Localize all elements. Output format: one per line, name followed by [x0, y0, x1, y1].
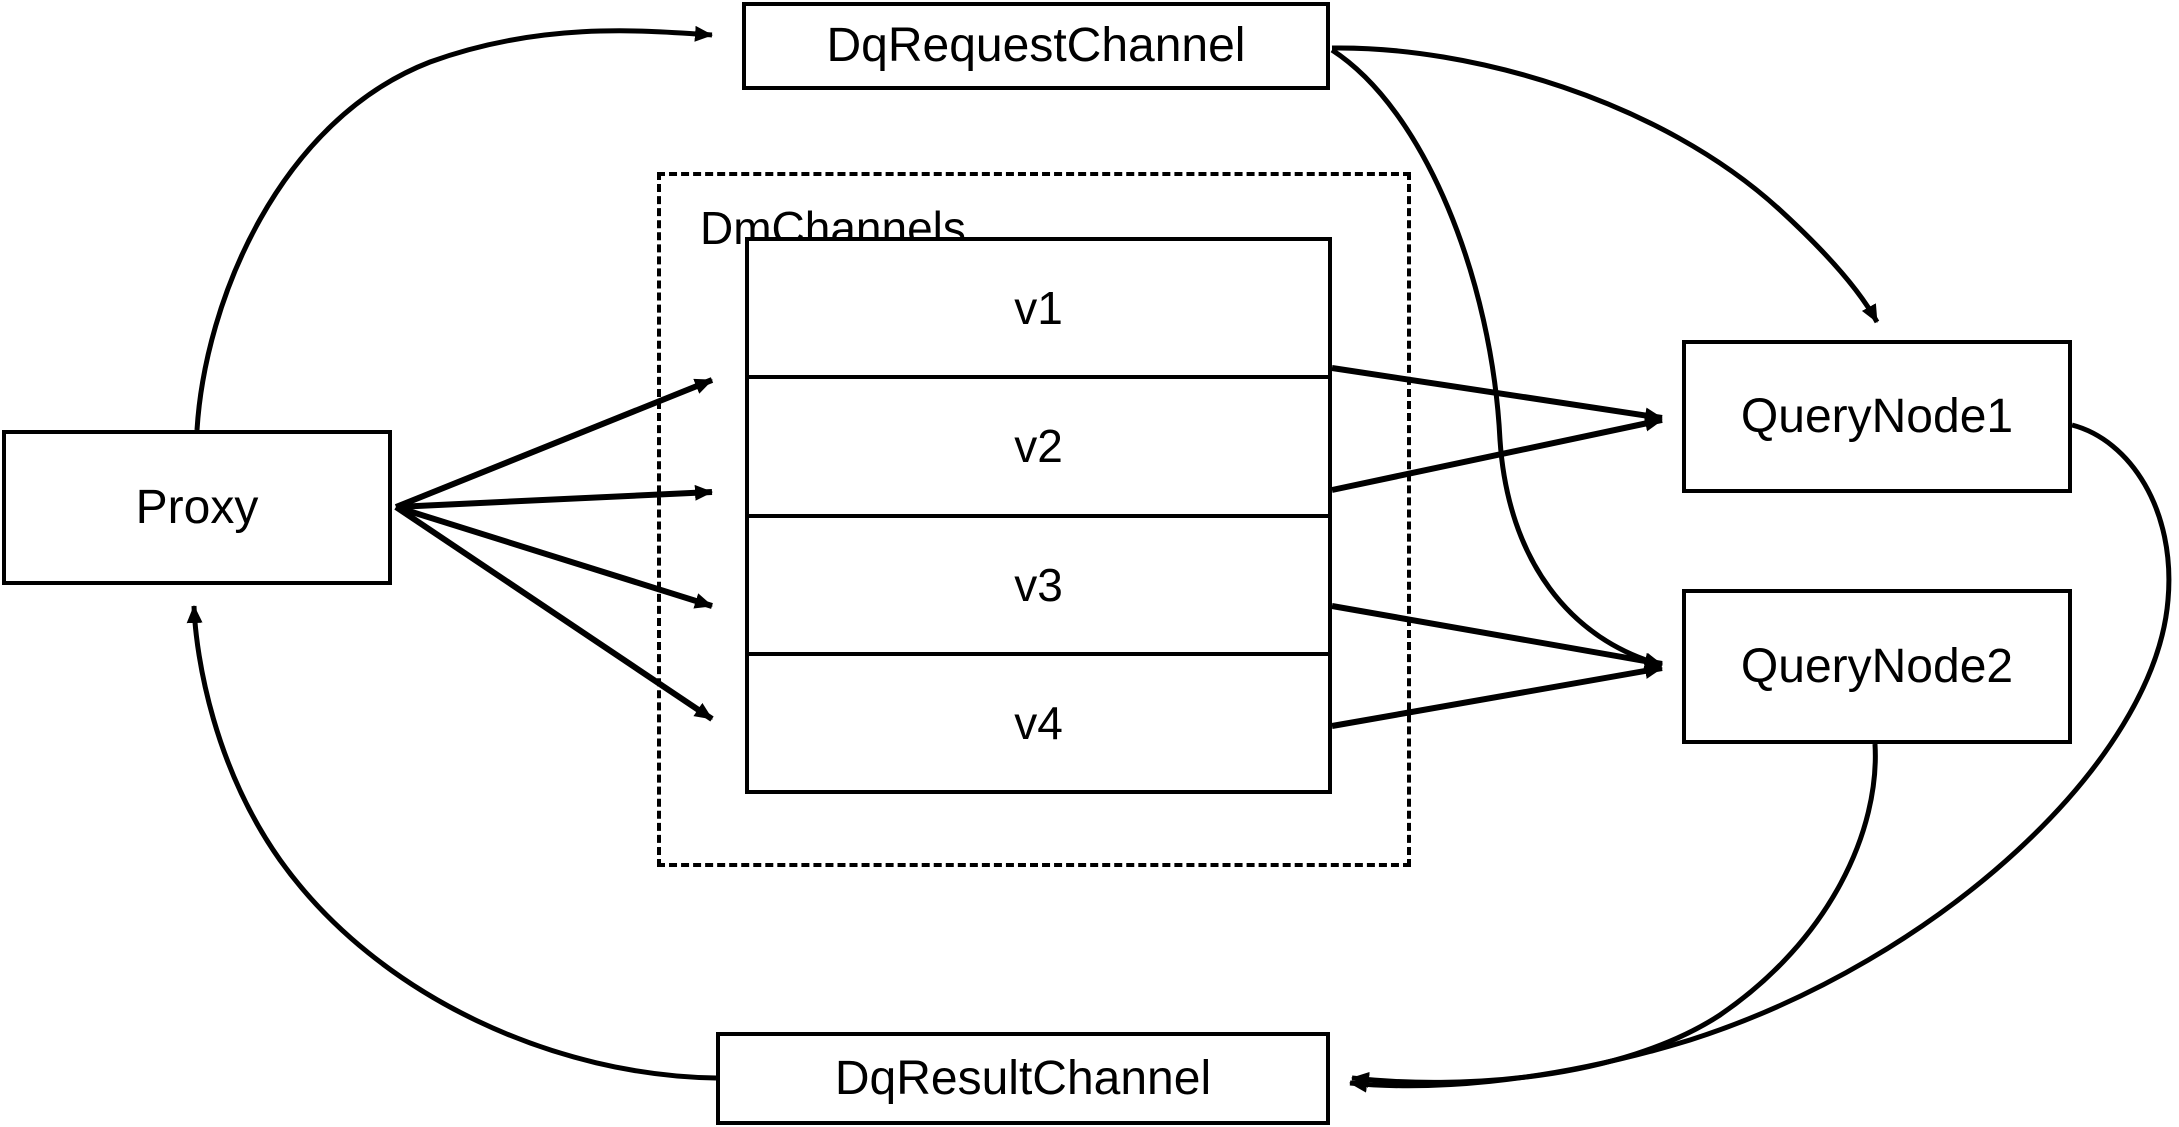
node-proxy[interactable]: Proxy	[2, 430, 392, 585]
dm-channel-row-v4[interactable]: v4	[749, 656, 1328, 790]
dm-channel-row-v1[interactable]: v1	[749, 241, 1328, 380]
node-label-proxy: Proxy	[135, 480, 259, 534]
edge-dq-request-channel-to-query-node-2	[1330, 47, 1663, 669]
edge-v4-to-query-node-2	[1331, 663, 1663, 729]
edge-query-node-2-to-dq-result-channel	[1351, 743, 1878, 1088]
dm-channel-label-v4: v4	[1014, 696, 1063, 749]
node-query-node-2[interactable]: QueryNode2	[1682, 589, 2072, 744]
edge-dq-request-channel-to-query-node-1	[1331, 45, 1880, 324]
node-label-dq-request-channel: DqRequestChannel	[826, 19, 1246, 72]
dm-channel-row-v3[interactable]: v3	[749, 518, 1328, 656]
node-label-query-node-2: QueryNode2	[1740, 639, 2014, 693]
node-dq-request-channel[interactable]: DqRequestChannel	[742, 2, 1330, 90]
dm-channel-label-v3: v3	[1014, 558, 1063, 611]
edge-v1-to-query-node-1	[1331, 365, 1663, 424]
edge-v2-to-query-node-1	[1331, 415, 1663, 493]
edge-proxy-to-dq-request-channel	[194, 25, 713, 431]
dm-channel-label-v1: v1	[1014, 282, 1063, 335]
node-label-query-node-1: QueryNode1	[1740, 389, 2014, 443]
edge-dq-result-channel-to-proxy	[186, 605, 717, 1081]
dm-channels-group	[657, 172, 1411, 867]
dm-channels-stack: v1 v2 v3 v4	[745, 237, 1332, 794]
node-label-dq-result-channel: DqResultChannel	[834, 1051, 1212, 1105]
dm-channel-row-v2[interactable]: v2	[749, 379, 1328, 518]
dm-channel-label-v2: v2	[1014, 420, 1063, 473]
node-query-node-1[interactable]: QueryNode1	[1682, 340, 2072, 493]
node-dq-result-channel[interactable]: DqResultChannel	[716, 1032, 1330, 1125]
edge-v3-to-query-node-2	[1331, 603, 1663, 669]
